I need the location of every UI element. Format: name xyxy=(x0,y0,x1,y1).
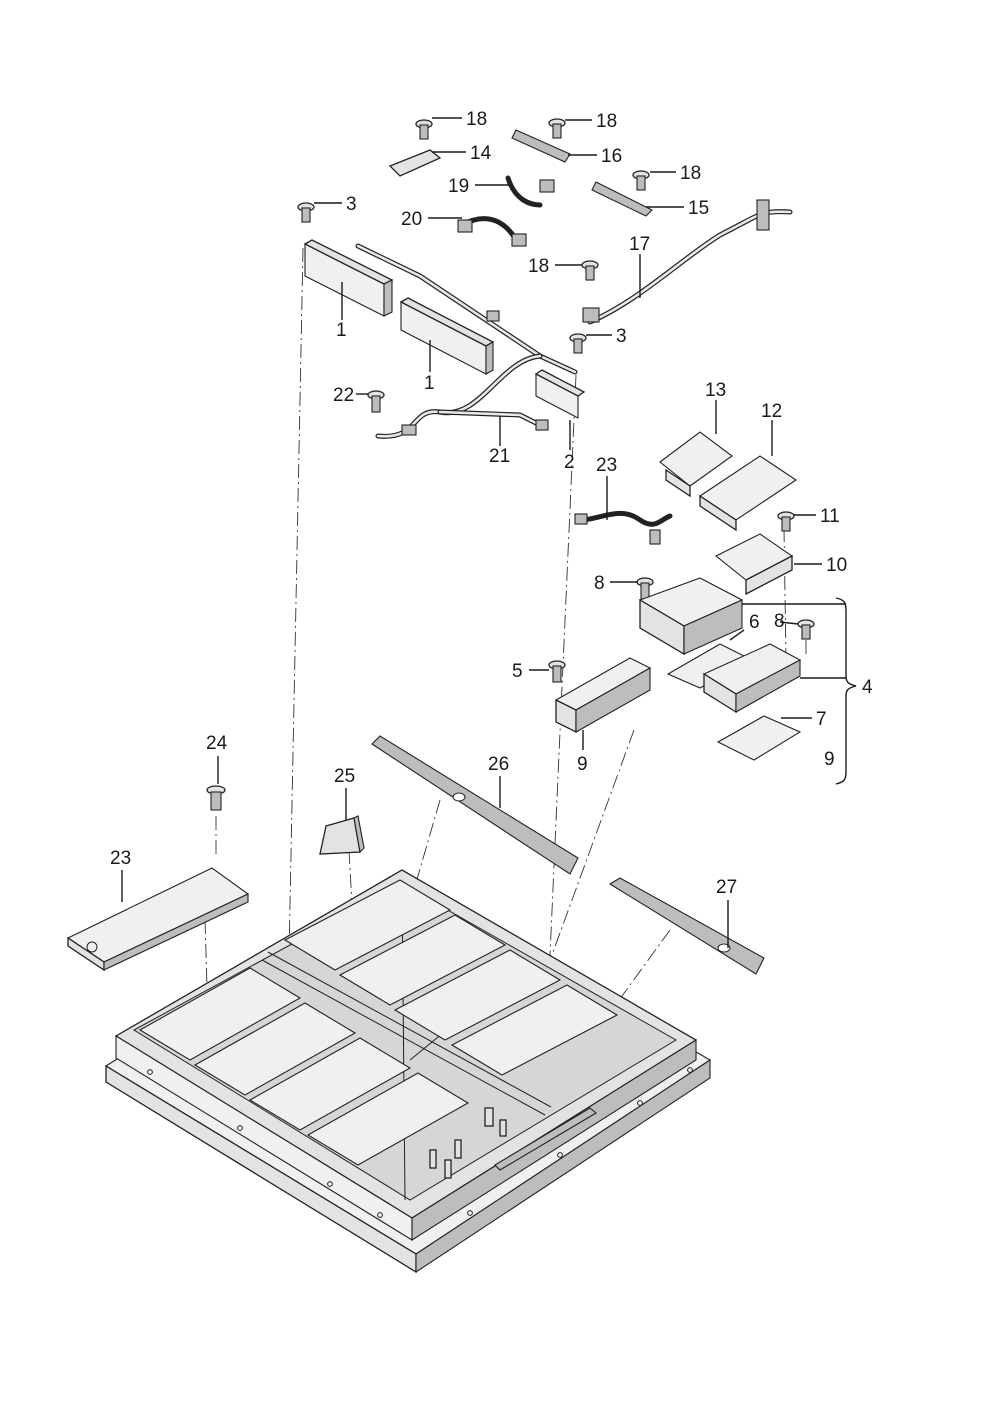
cover-plate-23 xyxy=(66,867,250,972)
callout-26: 26 xyxy=(488,754,509,775)
cables-19-20 xyxy=(457,175,555,247)
wiring-harness-17 xyxy=(582,199,793,325)
callout-2: 2 xyxy=(564,452,575,473)
callout-19: 19 xyxy=(448,176,469,197)
callout-5: 5 xyxy=(512,661,523,682)
callout-3-top: 3 xyxy=(346,194,357,215)
rail-27 xyxy=(608,877,765,975)
callout-1-left: 1 xyxy=(336,320,347,341)
callout-15: 15 xyxy=(688,198,709,219)
screws-5-8-11 xyxy=(548,511,815,683)
screws-3 xyxy=(297,202,587,354)
callout-18-top-right: 18 xyxy=(596,111,617,132)
covers-12-13 xyxy=(659,431,797,532)
leader-lines xyxy=(121,117,857,948)
callout-14: 14 xyxy=(470,143,492,164)
wiring-harness-21 xyxy=(355,243,578,439)
bracket-10 xyxy=(714,533,794,596)
screws-18 xyxy=(415,118,650,281)
callout-18-mid: 18 xyxy=(528,256,549,277)
screw-22 xyxy=(367,390,385,413)
battery-tray xyxy=(104,869,712,1274)
callout-22: 22 xyxy=(333,385,354,406)
callout-27: 27 xyxy=(716,877,737,898)
small-brackets-14-15-16 xyxy=(388,129,653,217)
callout-20: 20 xyxy=(401,209,422,230)
control-modules-1-2 xyxy=(303,239,586,419)
callout-23-lower: 23 xyxy=(110,848,131,869)
callout-16: 16 xyxy=(601,146,622,167)
callout-23-upper: 23 xyxy=(596,455,617,476)
module-9 xyxy=(554,657,652,734)
junction-box-4 xyxy=(638,577,802,761)
callout-18-top-left: 18 xyxy=(466,109,487,130)
rail-26 xyxy=(371,735,579,875)
callout-3-mid: 3 xyxy=(616,326,627,347)
callout-1-center: 1 xyxy=(424,373,435,394)
callout-21: 21 xyxy=(489,446,510,467)
callout-10: 10 xyxy=(826,555,847,576)
callout-11: 11 xyxy=(820,506,840,527)
callout-13: 13 xyxy=(705,380,726,401)
callout-12: 12 xyxy=(761,401,782,422)
callout-8-left: 8 xyxy=(594,573,605,594)
callout-9-right: 9 xyxy=(824,749,835,770)
callout-4: 4 xyxy=(862,677,873,698)
callout-18-right: 18 xyxy=(680,163,701,184)
callout-17: 17 xyxy=(629,234,650,255)
cap-25 xyxy=(319,815,365,855)
callout-24: 24 xyxy=(206,733,228,754)
screw-24 xyxy=(206,785,226,811)
callout-9-left: 9 xyxy=(577,754,588,775)
callout-25: 25 xyxy=(334,766,355,787)
callout-8-right: 8 xyxy=(774,611,785,632)
callout-6: 6 xyxy=(749,612,760,633)
callout-7: 7 xyxy=(816,709,827,730)
wiring-harness-23 xyxy=(574,510,673,545)
callout-labels: 18 14 18 16 19 18 15 3 20 17 18 1 3 1 22… xyxy=(110,109,873,898)
